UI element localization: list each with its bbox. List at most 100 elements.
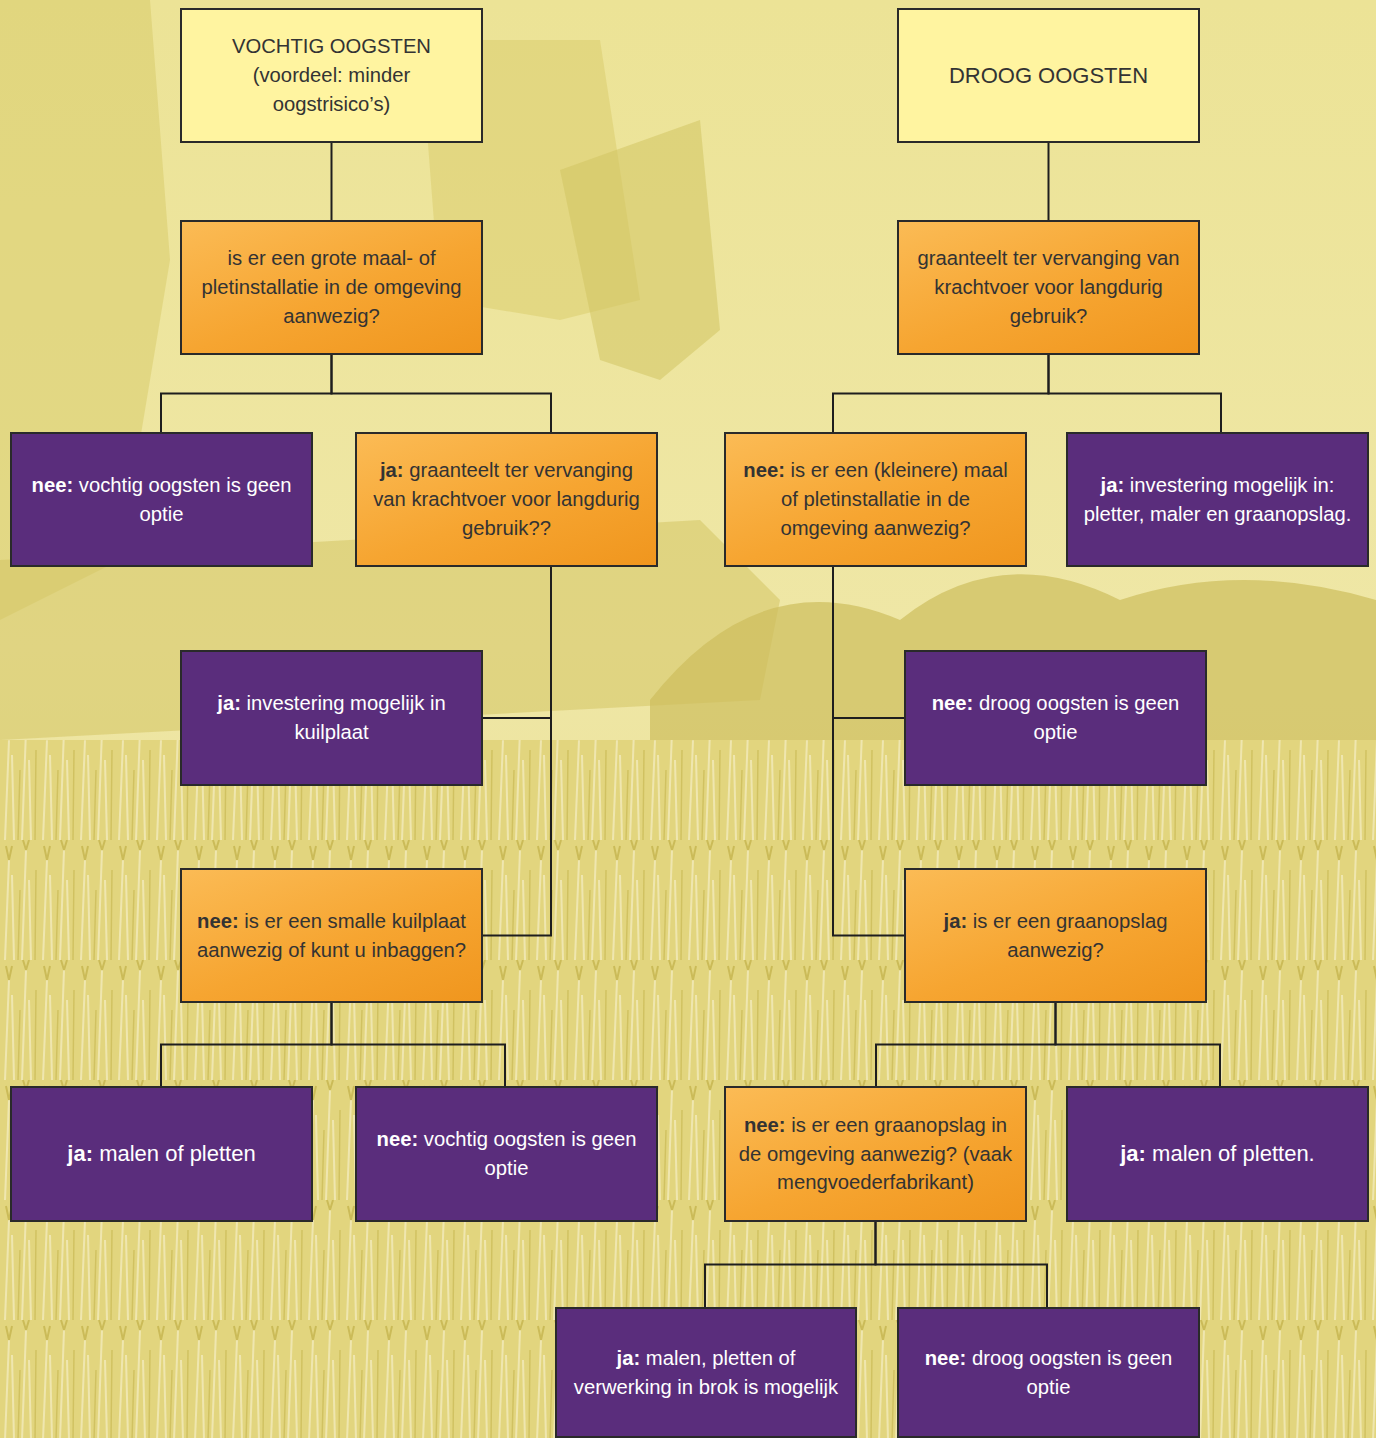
box-note: (voordeel: minder oogstrisico’s) (192, 61, 471, 118)
tree-connector (483, 567, 551, 936)
answer-prefix: ja: (944, 910, 968, 932)
box-text: nee:droog oogsten is geen optie (899, 1338, 1198, 1407)
wheat-stalks (0, 740, 1376, 1438)
box-label: vochtig oogsten is geen optie (79, 474, 292, 525)
answer-prefix: ja: (380, 459, 404, 481)
answer-prefix: nee: (377, 1128, 419, 1150)
answer-box: ja:investering mogelijk in: pletter, mal… (1066, 432, 1369, 567)
box-text: ja:malen of pletten (57, 1132, 265, 1175)
answer-line: nee:droog oogsten is geen optie (916, 689, 1195, 746)
tree-connector (876, 1222, 1048, 1307)
box-text: ja:malen, pletten of verwerking in brok … (557, 1338, 855, 1407)
box-text: ja: investering mogelijk in kuilplaat (182, 683, 481, 752)
tree-connector (833, 567, 904, 936)
answer-prefix: ja: (617, 1347, 641, 1369)
question-box: graanteelt ter vervanging van krachtvoer… (897, 220, 1200, 355)
answer-box: nee:vochtig oogsten is geen optie (355, 1086, 658, 1222)
answer-box: nee:droog oogsten is geen optie (904, 650, 1207, 786)
answer-prefix: nee: (925, 1347, 967, 1369)
question-box: is er een grote maal- of pletinstallatie… (180, 220, 483, 355)
box-text: graanteelt ter vervanging van krachtvoer… (899, 238, 1198, 336)
answer-line: nee:is er een (kleinere) maal of pletins… (736, 456, 1015, 542)
question-box: ja:is er een graanopslag aanwezig? (904, 868, 1207, 1003)
answer-prefix: nee: (932, 692, 974, 714)
answer-prefix: nee: (197, 910, 239, 932)
tree-connector (161, 355, 332, 432)
answer-prefix: nee: (32, 474, 74, 496)
box-label: is er een (kleinere) maal of pletinstall… (780, 459, 1007, 538)
box-label: malen of pletten (99, 1141, 256, 1166)
box-text: nee:vochtig oogsten is geen optie (357, 1119, 656, 1188)
answer-box: ja:malen, pletten of verwerking in brok … (555, 1307, 857, 1438)
box-label: droog oogsten is geen optie (972, 1347, 1172, 1398)
tree-connector (332, 355, 552, 432)
answer-box: nee:droog oogsten is geen optie (897, 1307, 1200, 1438)
tree-connector (483, 567, 551, 718)
tree-connector (876, 1003, 1056, 1086)
answer-prefix: ja: (217, 692, 241, 714)
tree-connector (1056, 1003, 1221, 1086)
box-text: ja:is er een graanopslag aanwezig? (906, 901, 1205, 970)
answer-line: ja:malen of pletten. (1120, 1138, 1315, 1169)
harvester-unloader (560, 120, 720, 380)
question-box: nee:is er een graanopslag in de omgeving… (724, 1086, 1027, 1222)
question-box: ja:graanteelt ter vervanging van krachtv… (355, 432, 658, 567)
box-text: nee:is er een smalle kuilplaat aanwezig … (182, 901, 481, 970)
tree-connector (161, 1003, 332, 1086)
start-box: VOCHTIG OOGSTEN(voordeel: minder oogstri… (180, 8, 483, 143)
wheat-field (0, 740, 1376, 1438)
box-label: vochtig oogsten is geen optie (424, 1128, 637, 1179)
question-box: nee:is er een smalle kuilplaat aanwezig … (180, 868, 483, 1003)
answer-line: nee:vochtig oogsten is geen optie (22, 471, 301, 528)
tree-connector (705, 1222, 876, 1307)
box-text: is er een grote maal- of pletinstallatie… (182, 238, 481, 336)
answer-prefix: ja: (1120, 1141, 1146, 1166)
box-text: nee:vochtig oogsten is geen optie (12, 465, 311, 534)
answer-line: ja:malen of pletten (67, 1138, 255, 1169)
box-label: graanteelt ter vervanging van krachtvoer… (909, 244, 1188, 330)
answer-line: nee:is er een graanopslag in de omgeving… (736, 1111, 1015, 1197)
answer-line: ja:is er een graanopslag aanwezig? (916, 907, 1195, 964)
box-text: nee:is er een (kleinere) maal of pletins… (726, 450, 1025, 548)
box-label: is er een grote maal- of pletinstallatie… (192, 244, 471, 330)
box-text: DROOG OOGSTEN (939, 54, 1158, 97)
box-label: is er een graanopslag aanwezig? (973, 910, 1168, 961)
answer-box: ja:malen of pletten. (1066, 1086, 1369, 1222)
answer-line: nee:vochtig oogsten is geen optie (367, 1125, 646, 1182)
box-label: investering mogelijk in kuilplaat (247, 692, 446, 743)
answer-line: ja: investering mogelijk in kuilplaat (192, 689, 471, 746)
box-label: DROOG OOGSTEN (949, 60, 1148, 91)
tree-connector (1048, 143, 1050, 220)
tree-connector (833, 567, 904, 718)
answer-line: ja:malen, pletten of verwerking in brok … (567, 1344, 845, 1401)
tree-connector (331, 143, 333, 220)
tree-connector (1049, 355, 1222, 432)
box-text: VOCHTIG OOGSTEN(voordeel: minder oogstri… (182, 26, 481, 124)
answer-box: ja: investering mogelijk in kuilplaat (180, 650, 483, 786)
answer-box: ja:malen of pletten (10, 1086, 313, 1222)
answer-prefix: ja: (1101, 474, 1125, 496)
answer-line: ja:investering mogelijk in: pletter, mal… (1078, 471, 1357, 528)
answer-line: nee:droog oogsten is geen optie (909, 1344, 1188, 1401)
box-label: malen, pletten of verwerking in brok is … (574, 1347, 838, 1398)
box-label: graanteelt ter vervanging van krachtvoer… (373, 459, 640, 538)
box-label: VOCHTIG OOGSTEN (192, 32, 471, 61)
answer-prefix: nee: (744, 1114, 786, 1136)
box-text: ja:graanteelt ter vervanging van krachtv… (357, 450, 656, 548)
answer-line: nee:is er een smalle kuilplaat aanwezig … (192, 907, 471, 964)
answer-line: ja:graanteelt ter vervanging van krachtv… (367, 456, 646, 542)
answer-prefix: ja: (67, 1141, 93, 1166)
box-text: ja:malen of pletten. (1110, 1132, 1325, 1175)
box-label: malen of pletten. (1152, 1141, 1315, 1166)
answer-prefix: nee: (743, 459, 785, 481)
answer-box: nee:vochtig oogsten is geen optie (10, 432, 313, 567)
box-text: nee:droog oogsten is geen optie (906, 683, 1205, 752)
tree-connector (833, 355, 1049, 432)
box-label: droog oogsten is geen optie (979, 692, 1179, 743)
start-box: DROOG OOGSTEN (897, 8, 1200, 143)
tree-connector (332, 1003, 506, 1086)
box-text: nee:is er een graanopslag in de omgeving… (726, 1105, 1025, 1203)
box-text: ja:investering mogelijk in: pletter, mal… (1068, 465, 1367, 534)
